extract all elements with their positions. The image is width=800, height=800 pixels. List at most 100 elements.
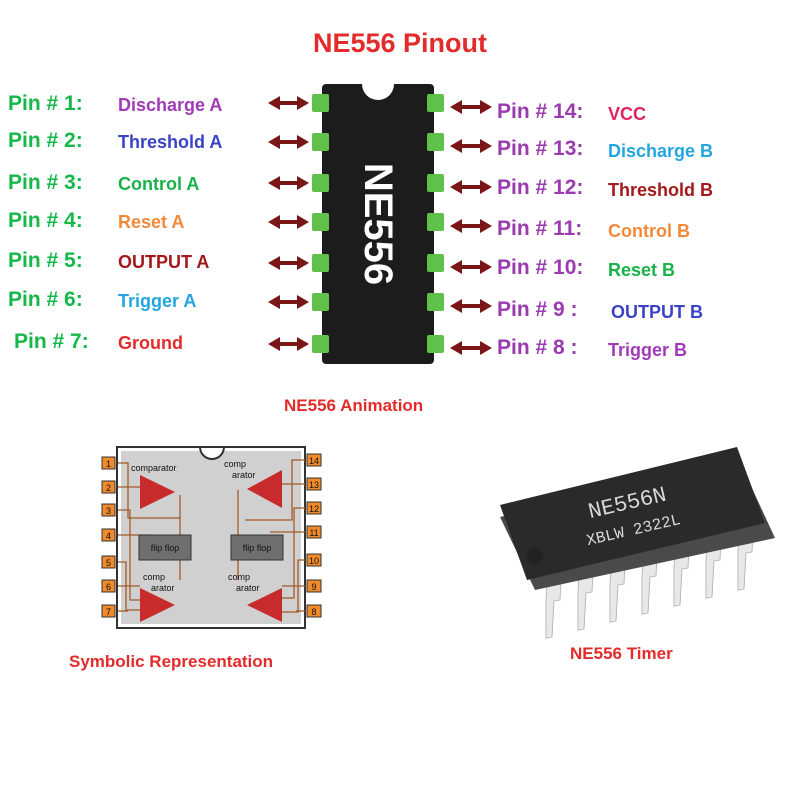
symbol-right-pin-number: 11	[309, 528, 318, 538]
right-pin-pads	[427, 94, 444, 353]
symbol-wiring	[118, 459, 305, 613]
symbol-right-pin-number: 9	[311, 582, 316, 592]
comparator-icon-top-right	[247, 470, 282, 508]
left-pin-number-7: Pin # 7:	[14, 330, 89, 353]
left-arrow-5	[268, 256, 309, 270]
right-pin-number-9: Pin # 9 :	[497, 298, 578, 321]
right-pin-number-14: Pin # 14:	[497, 100, 584, 123]
left-pin-function-1: Discharge A	[118, 95, 223, 115]
symbol-left-pin-number: 3	[106, 506, 111, 516]
symbol-right-pin-number: 13	[309, 480, 319, 490]
left-pin-number-6: Pin # 6:	[8, 288, 83, 311]
comparator-label-top-right-1: comp	[224, 459, 246, 469]
comparator-label-bottom-right-1: comp	[228, 572, 250, 582]
right-pin-function-10: Reset B	[608, 260, 676, 280]
symbol-left-pin-number: 7	[106, 607, 111, 617]
right-pin-function-8: Trigger B	[608, 340, 688, 360]
symbol-left-pin-4: 4	[101, 528, 116, 542]
left-pin-number-4: Pin # 4:	[8, 209, 83, 232]
left-pin-number-2: Pin # 2:	[8, 129, 83, 152]
symbol-left-pin-number: 6	[106, 582, 111, 592]
left-pin-number-5: Pin # 5:	[8, 249, 83, 272]
symbol-left-pins: 1 2 3 4 5 6 7	[101, 456, 116, 618]
comparator-label-top-left: comparator	[131, 463, 177, 473]
comparator-icon-top-left	[140, 475, 175, 509]
left-pad-7	[312, 335, 329, 353]
chip-label: NE556	[356, 163, 400, 285]
symbol-left-pin-number: 4	[106, 531, 111, 541]
left-arrow-6	[268, 295, 309, 309]
right-pin-function-12: Threshold B	[608, 180, 714, 200]
left-arrow-1	[268, 96, 309, 110]
right-pin-number-10: Pin # 10:	[497, 256, 584, 279]
left-arrow-7	[268, 337, 309, 351]
symbol-right-pin-9: 9	[306, 579, 322, 593]
right-pin-function-9: OUTPUT B	[611, 302, 703, 322]
right-pad-11	[427, 213, 444, 231]
right-pad-8	[427, 335, 444, 353]
symbol-left-pin-number: 1	[106, 459, 111, 469]
symbol-right-pin-11: 11	[306, 525, 322, 539]
left-pin-number-1: Pin # 1:	[8, 92, 83, 115]
timer-caption: NE556 Timer	[570, 644, 673, 663]
left-pad-4	[312, 213, 329, 231]
animation-caption: NE556 Animation	[284, 396, 424, 415]
chip-body	[322, 84, 434, 364]
symbol-left-pin-3: 3	[101, 503, 116, 517]
symbol-left-pin-number: 2	[106, 483, 111, 493]
left-arrow-3	[268, 176, 309, 190]
right-arrow-13	[450, 139, 492, 153]
right-pad-9	[427, 293, 444, 311]
right-pin-function-14: VCC	[608, 104, 647, 124]
flip-flop-left	[138, 534, 192, 561]
page-title: NE556 Pinout	[312, 28, 488, 58]
symbol-left-pin-1: 1	[101, 456, 116, 470]
left-pin-pads	[312, 94, 329, 353]
symbol-left-pin-6: 6	[101, 579, 116, 593]
ne556-photo: NE556N XBLW 2322L	[500, 447, 775, 639]
left-arrow-4	[268, 215, 309, 229]
symbol-right-pin-14: 14	[306, 453, 322, 467]
left-pin-number-3: Pin # 3:	[8, 171, 83, 194]
flip-flop-label-left: flip flop	[151, 543, 180, 553]
right-pad-14	[427, 94, 444, 112]
photo-chip-dot	[527, 548, 543, 564]
right-pad-12	[427, 174, 444, 192]
symbol-right-pin-8: 8	[306, 604, 322, 618]
right-pin-number-8: Pin # 8 :	[497, 336, 578, 359]
comparator-label-bottom-left-1: comp	[143, 572, 165, 582]
flip-flop-right	[230, 534, 284, 561]
comparator-label-top-right-2: arator	[232, 470, 256, 480]
right-arrows	[450, 100, 492, 355]
right-arrow-10	[450, 260, 492, 274]
comparator-label-bottom-right-2: arator	[236, 583, 260, 593]
left-arrow-2	[268, 135, 309, 149]
left-pad-6	[312, 293, 329, 311]
symbol-right-pin-13: 13	[306, 477, 322, 491]
left-pin-function-4: Reset A	[118, 212, 185, 232]
right-pin-number-13: Pin # 13:	[497, 137, 584, 160]
left-arrows	[268, 96, 309, 351]
right-arrow-12	[450, 180, 492, 194]
left-pad-2	[312, 133, 329, 151]
symbol-left-pin-5: 5	[101, 555, 116, 569]
left-pin-function-3: Control A	[118, 174, 200, 194]
right-pin-function-11: Control B	[608, 221, 690, 241]
comparator-icon-bottom-left	[140, 588, 175, 622]
left-pad-3	[312, 174, 329, 192]
left-pad-1	[312, 94, 329, 112]
symbol-left-pin-number: 5	[106, 558, 111, 568]
symbol-left-pin-7: 7	[101, 604, 116, 618]
left-pin-function-5: OUTPUT A	[118, 252, 210, 272]
photo-chip-top	[500, 447, 765, 580]
comparator-label-bottom-left-2: arator	[151, 583, 175, 593]
symbolic-caption: Symbolic Representation	[69, 652, 274, 671]
symbol-right-pin-number: 10	[309, 556, 319, 566]
left-pin-function-7: Ground	[118, 333, 183, 353]
right-pin-number-11: Pin # 11:	[497, 217, 583, 240]
symbol-right-pin-number: 8	[311, 607, 316, 617]
chip-notch	[362, 84, 394, 100]
chip-ic: NE556	[312, 84, 444, 364]
